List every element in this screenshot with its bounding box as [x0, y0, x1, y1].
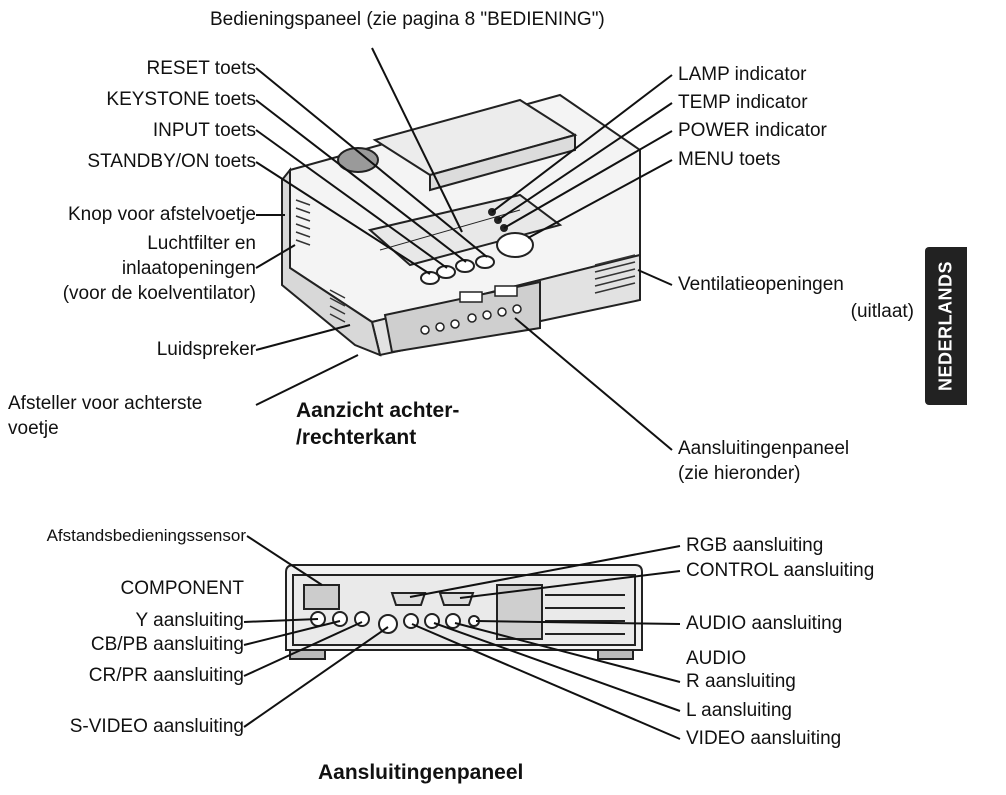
control-buttons: [420, 208, 534, 285]
control-jack-label: CONTROL aansluiting: [686, 560, 875, 581]
language-tab: NEDERLANDS: [925, 247, 967, 405]
rear-foot-label-2: voetje: [8, 418, 59, 439]
keystone-button-label: KEYSTONE toets: [106, 89, 256, 110]
connector-panel-label-2: (zie hieronder): [678, 463, 801, 484]
vent-grilles: [295, 199, 636, 323]
audio-r-label-2: R aansluiting: [686, 671, 796, 692]
audio-jack-label: AUDIO aansluiting: [686, 613, 843, 634]
language-tab-label: NEDERLANDS: [935, 260, 956, 392]
rear-foot-label-1: Afsteller voor achterste: [8, 393, 203, 414]
y-jack-label: Y aansluiting: [135, 610, 244, 631]
air-filter-label-2: inlaatopeningen: [121, 258, 256, 279]
top-view-caption-2: /rechterkant: [296, 426, 417, 449]
speaker-label: Luidspreker: [156, 339, 256, 360]
rgb-jack-label: RGB aansluiting: [686, 535, 824, 556]
standby-button-label: STANDBY/ON toets: [87, 151, 256, 172]
power-indicator-label: POWER indicator: [678, 120, 827, 141]
bottom-leader-lines: [243, 535, 681, 740]
reset-button-label: RESET toets: [146, 58, 256, 79]
connector-panel-label-1: Aansluitingenpaneel: [678, 438, 850, 459]
s-video-jack-label: S-VIDEO aansluiting: [69, 716, 244, 737]
cr-pr-jack-label: CR/PR aansluiting: [88, 665, 244, 686]
foot-knob-label: Knop voor afstelvoetje: [67, 204, 256, 225]
input-button-label: INPUT toets: [152, 120, 256, 141]
vent-label-2: (uitlaat): [850, 301, 914, 322]
remote-sensor-label: Afstandsbedieningssensor: [46, 526, 246, 545]
component-label: COMPONENT: [120, 578, 245, 599]
vent-label-1: Ventilatieopeningen: [678, 274, 844, 295]
control-panel-callout: Bedieningspaneel (zie pagina 8 "BEDIENIN…: [210, 9, 605, 30]
connector-panel-caption: Aansluitingenpaneel: [318, 761, 524, 784]
air-filter-label-3: (voor de koelventilator): [62, 283, 256, 304]
face-jacks: [420, 285, 522, 335]
video-jack-label: VIDEO aansluiting: [686, 728, 842, 749]
audio-l-label: L aansluiting: [686, 700, 792, 721]
audio-r-label-1: AUDIO: [686, 648, 747, 669]
cb-pb-jack-label: CB/PB aansluiting: [90, 634, 244, 655]
air-filter-label-1: Luchtfilter en: [147, 233, 256, 254]
temp-indicator-label: TEMP indicator: [678, 92, 808, 113]
projector-illustration: [281, 93, 641, 357]
top-leader-lines: [255, 47, 673, 451]
menu-button-label: MENU toets: [678, 149, 781, 170]
top-view-caption-1: Aanzicht achter-: [296, 399, 460, 422]
lamp-indicator-label: LAMP indicator: [678, 64, 807, 85]
